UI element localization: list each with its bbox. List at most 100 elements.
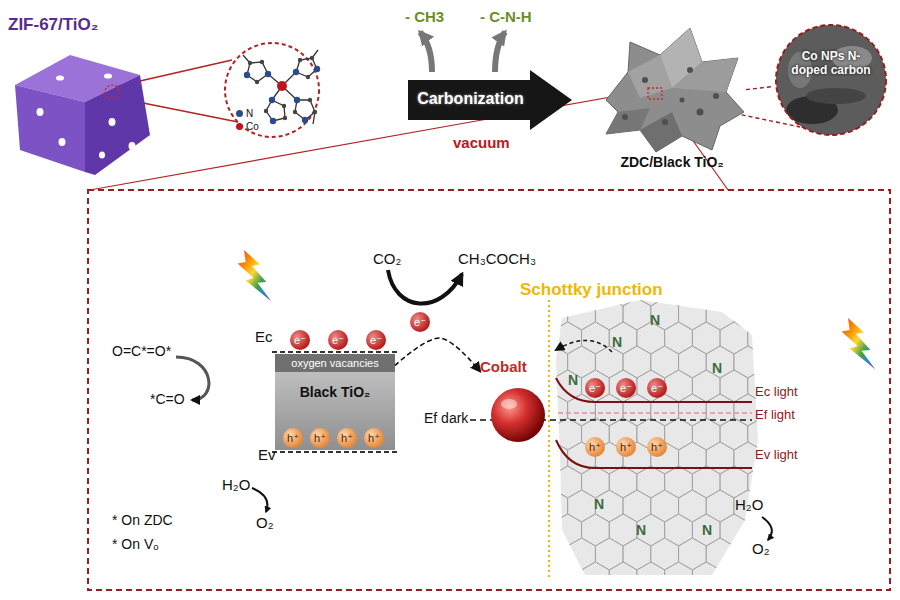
- molecule-inset: [310, 56, 314, 60]
- zdc-particle-outline: [687, 67, 693, 73]
- tem-inset-outline: [776, 25, 886, 135]
- molecule-inset: [248, 56, 317, 120]
- hole: h⁺: [616, 437, 636, 457]
- molecule-inset: [266, 100, 285, 121]
- molecule-inset: [306, 75, 310, 79]
- graphene-cell: [692, 562, 720, 594]
- band-edge-label: Ef light: [755, 408, 795, 423]
- adsorbed-species: O=C*=O*: [112, 343, 171, 359]
- zif-crystal-outline: [109, 118, 116, 126]
- cobalt-particle-outline: [501, 399, 517, 409]
- reaction-arrows: [176, 270, 772, 540]
- graphene-cell: [540, 538, 568, 570]
- molecule-inset: [243, 50, 318, 124]
- node-text: Black TiO₂: [275, 384, 395, 400]
- molecule-inset: [293, 110, 297, 114]
- zif-crystal-outline: [15, 85, 85, 172]
- zdc-particle-outline: [640, 112, 682, 152]
- graphene-cell: [776, 466, 804, 498]
- molecule-inset: [270, 118, 276, 124]
- zif-crystal-outline: [37, 73, 136, 158]
- zdc-particle-outline: [713, 93, 719, 99]
- adsorbed-species: *C=O: [150, 391, 185, 407]
- product: O₂: [752, 540, 770, 557]
- junction-label: Schottky junction: [520, 280, 663, 300]
- reaction-arrows: [388, 270, 462, 304]
- graphene-cell: [637, 562, 665, 594]
- node-text: vacuum: [453, 134, 510, 151]
- hole: h⁺: [647, 437, 667, 457]
- zif-crystal-outline: [85, 75, 150, 175]
- zdc-particle-outline: [622, 67, 719, 125]
- nitrogen-site: N: [636, 522, 646, 538]
- hole: h⁺: [283, 428, 303, 448]
- cobalt-particle: Cobalt: [480, 358, 556, 448]
- band-lines: [558, 412, 752, 414]
- cobalt-particle-outline: [491, 388, 545, 442]
- node-text: oxygen vacancies: [275, 354, 395, 372]
- graphene-cell: [748, 466, 776, 498]
- reactant: H₂O: [735, 496, 763, 513]
- legend-swatch: [236, 123, 243, 130]
- release-arrows: [495, 32, 505, 72]
- molecule-inset: [277, 81, 287, 91]
- node-text: ZIF-67/TiO₂: [8, 15, 98, 35]
- molecule-inset: [293, 69, 299, 75]
- zif-crystal-outline: [105, 85, 119, 99]
- band-edge-label: Ec light: [755, 385, 798, 400]
- molecule-inset: [244, 72, 250, 78]
- tem-inset: Co NPs N-doped carbon: [773, 22, 889, 138]
- molecule-inset: [265, 71, 271, 77]
- zif-crystal-outline: [129, 142, 136, 150]
- nitrogen-site: N: [568, 372, 578, 388]
- molecule-inset: [314, 66, 320, 72]
- electron-transfer-arrow: [395, 338, 480, 371]
- node-text: Co NPs N-doped carbon: [781, 50, 881, 78]
- nitrogen-site: N: [612, 334, 622, 350]
- node-text: Carbonization: [408, 90, 533, 108]
- zoom-frame: [88, 60, 890, 590]
- graphene-cell: [789, 586, 817, 600]
- zoom-frame: [88, 190, 890, 590]
- zdc-particle-outline: [606, 28, 744, 152]
- graphene-cell: [789, 490, 817, 522]
- release-arrows: [420, 32, 505, 72]
- edge-label: e⁻: [410, 312, 430, 332]
- electron: e⁻: [366, 330, 386, 350]
- light-bolt: [238, 250, 876, 369]
- graphene-cell: [651, 586, 679, 600]
- molecule-inset: [282, 104, 286, 108]
- molecule-inset: [302, 117, 308, 123]
- band-edge-label: Ev: [258, 446, 276, 463]
- release-arrows: [420, 32, 432, 72]
- band-edge-label: Ec: [255, 328, 273, 345]
- graphene-cell: [720, 562, 748, 594]
- graphene-cell: [734, 586, 762, 600]
- graphene-cell: [776, 418, 804, 450]
- graphene-cell: [776, 562, 804, 594]
- electron: e⁻: [585, 378, 605, 398]
- zdc-particle-outline: [697, 109, 704, 116]
- footnote: * On Vₒ: [112, 536, 159, 552]
- tem-inset-outline: [773, 22, 889, 138]
- graphene-cell: [762, 298, 790, 330]
- graphene-cell: [789, 346, 817, 378]
- hole: h⁺: [364, 428, 384, 448]
- graphene-cell: [762, 490, 790, 522]
- graphene-cell: [554, 562, 582, 594]
- molecule-inset: [296, 58, 317, 77]
- legend-swatch: [236, 110, 243, 117]
- graphene-cell: [665, 274, 693, 306]
- legend-item: Co: [236, 121, 259, 132]
- zdc-particle-outline: [642, 77, 648, 83]
- reactant: CO₂: [373, 250, 401, 267]
- hole: h⁺: [337, 428, 357, 448]
- graphene-cell: [789, 298, 817, 330]
- released-group: - C-N-H: [480, 8, 532, 25]
- legend-item: N: [236, 108, 253, 119]
- hole: h⁺: [310, 428, 330, 448]
- released-group: - CH3: [405, 8, 444, 25]
- zoom-frame: [90, 90, 650, 190]
- reaction-arrows: [252, 488, 267, 512]
